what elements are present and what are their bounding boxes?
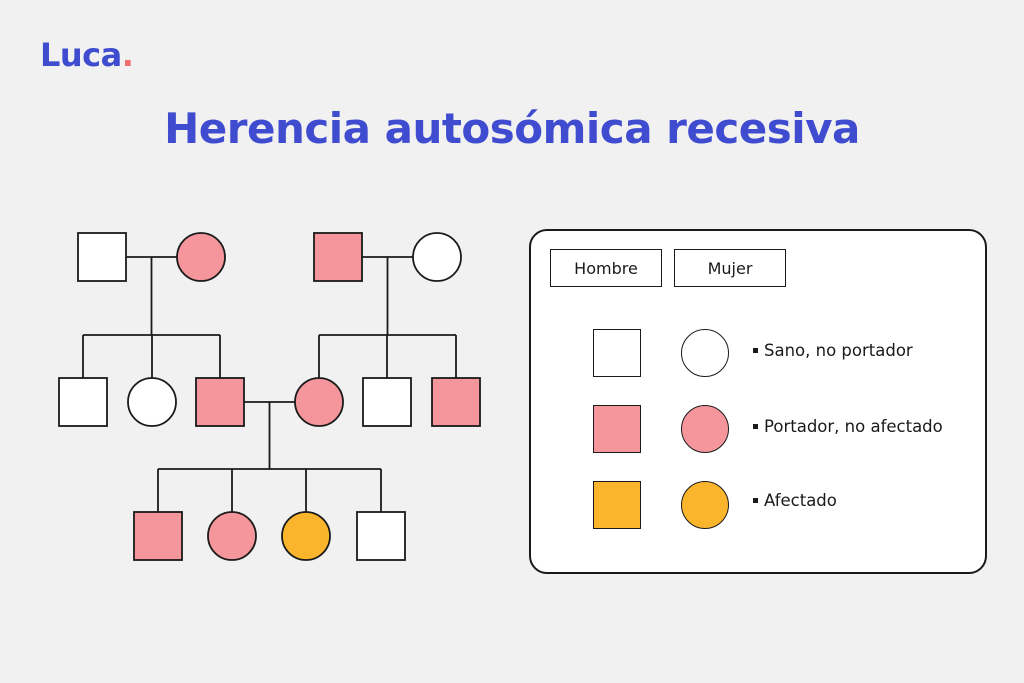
female-healthy-II-2 [127, 377, 177, 427]
legend-circle-affected [681, 481, 729, 529]
male-healthy-III-4 [356, 511, 406, 561]
pedigree-chart [58, 232, 481, 561]
female-carrier-II-4 [294, 377, 344, 427]
bullet-icon [753, 498, 758, 503]
bullet-icon [753, 348, 758, 353]
female-affected-III-3 [281, 511, 331, 561]
logo-text: Luca [40, 36, 122, 74]
male-carrier-III-1 [133, 511, 183, 561]
pedigree-individuals [58, 232, 481, 561]
female-carrier-I-2 [176, 232, 226, 282]
male-healthy-II-5 [362, 377, 412, 427]
male-healthy-I-1 [77, 232, 127, 282]
male-carrier-II-6 [431, 377, 481, 427]
legend-label-healthy: Sano, no portador [753, 341, 913, 360]
legend-circle-healthy [681, 329, 729, 377]
male-carrier-II-3 [195, 377, 245, 427]
legend-panel: Hombre Mujer Sano, no portador Portador,… [529, 229, 987, 574]
female-carrier-III-2 [207, 511, 257, 561]
legend-square-carrier [593, 405, 641, 453]
male-healthy-II-1 [58, 377, 108, 427]
bullet-icon [753, 424, 758, 429]
page-title: Herencia autosómica recesiva [164, 104, 860, 153]
legend-square-healthy [593, 329, 641, 377]
female-healthy-I-4 [412, 232, 462, 282]
legend-circle-carrier [681, 405, 729, 453]
pedigree-lines [82, 256, 457, 512]
legend-square-affected [593, 481, 641, 529]
brand-logo: Luca. [40, 36, 134, 74]
legend-label-affected: Afectado [753, 491, 837, 510]
male-carrier-I-3 [313, 232, 363, 282]
legend-label-carrier: Portador, no afectado [753, 417, 943, 436]
legend-key-female: Mujer [674, 249, 786, 287]
legend-key-male: Hombre [550, 249, 662, 287]
logo-dot: . [121, 36, 134, 74]
